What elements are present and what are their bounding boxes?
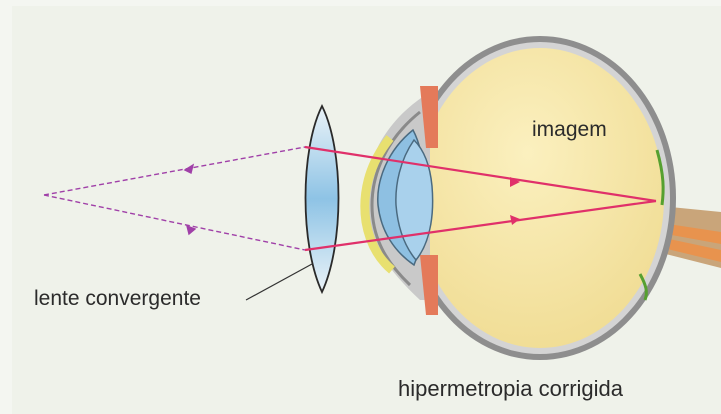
image-label: imagem	[532, 118, 607, 142]
incoming-rays	[44, 147, 305, 250]
anterior-segment	[365, 86, 438, 315]
eye-interior	[416, 48, 664, 348]
diagram-caption: hipermetropia corrigida	[398, 376, 623, 402]
lens-label: lente convergente	[34, 287, 201, 311]
converging-lens	[306, 106, 339, 292]
lens-pointer-line	[246, 264, 312, 300]
